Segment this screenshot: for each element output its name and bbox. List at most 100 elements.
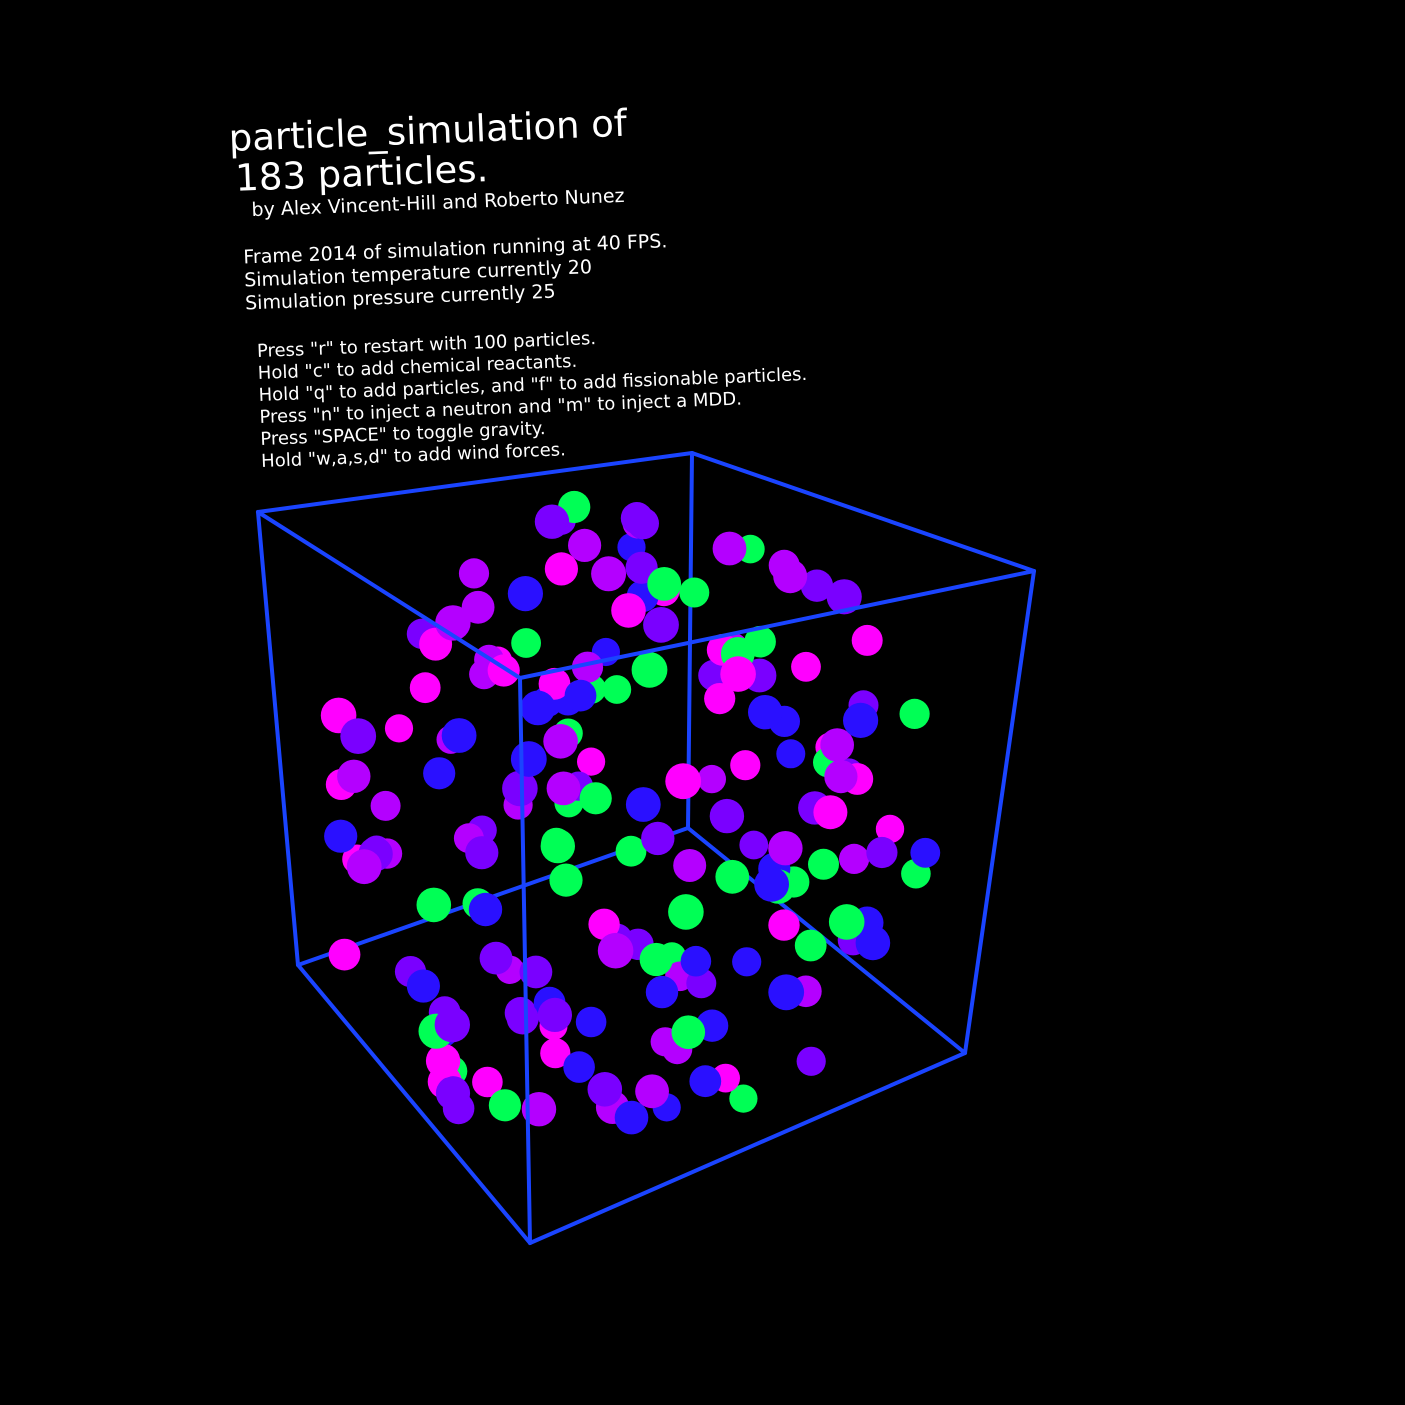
particle <box>597 932 634 969</box>
particle <box>563 1051 595 1083</box>
particle <box>620 501 654 535</box>
particle <box>673 849 707 882</box>
particle <box>540 1038 571 1069</box>
particle <box>813 795 848 830</box>
particle <box>855 925 891 961</box>
particle <box>564 679 597 712</box>
particle <box>409 672 441 704</box>
particle <box>511 628 541 658</box>
particle <box>441 718 477 753</box>
particle <box>730 750 761 781</box>
particle <box>828 904 865 940</box>
particle <box>538 667 571 700</box>
particle <box>643 607 679 643</box>
particle <box>875 814 905 844</box>
particle <box>635 1074 669 1109</box>
particle <box>324 819 358 853</box>
particle <box>680 945 712 977</box>
particle <box>820 728 854 762</box>
particle <box>602 675 632 704</box>
particle <box>839 843 870 875</box>
particle <box>709 798 745 834</box>
particle <box>568 528 602 563</box>
particle <box>520 690 556 726</box>
particle <box>571 651 604 683</box>
particle <box>546 771 581 806</box>
particle <box>543 724 578 759</box>
box-edge <box>528 1051 967 1245</box>
particle <box>773 559 808 594</box>
particle <box>720 656 756 692</box>
particle <box>472 1066 503 1098</box>
box-edge <box>296 963 532 1245</box>
particle <box>406 969 440 1003</box>
particle <box>808 848 839 880</box>
particle <box>434 1006 470 1043</box>
particle <box>579 782 612 815</box>
particle <box>465 836 499 870</box>
particle <box>337 759 371 793</box>
particle <box>671 1015 706 1049</box>
particle <box>851 624 883 656</box>
particle <box>645 975 679 1009</box>
box-front-edges <box>256 451 1036 1245</box>
particle <box>796 1046 826 1076</box>
particle <box>510 741 547 777</box>
particle <box>502 770 538 807</box>
particle <box>866 836 898 869</box>
particle <box>697 764 726 794</box>
particle <box>910 837 941 868</box>
particle <box>768 831 803 866</box>
box-edge <box>256 510 300 967</box>
particle <box>587 1072 623 1107</box>
particle <box>425 1043 461 1079</box>
particle <box>794 929 827 962</box>
box-edge <box>690 451 1036 573</box>
hud-controls: Press "r" to restart with 100 particles.… <box>257 318 862 473</box>
particle <box>712 531 747 566</box>
particle <box>519 955 553 989</box>
particle <box>544 552 579 586</box>
particle <box>591 556 627 592</box>
particle <box>370 790 401 821</box>
particle <box>631 652 668 688</box>
particle <box>328 938 361 971</box>
particle <box>416 887 452 923</box>
particle <box>488 1089 521 1122</box>
particle <box>458 558 490 589</box>
particle <box>461 590 495 624</box>
particle <box>340 718 377 754</box>
particle <box>689 1065 722 1098</box>
box-edge <box>963 569 1036 1055</box>
particle <box>665 763 702 800</box>
particle <box>647 567 682 601</box>
particle <box>826 579 862 615</box>
particle <box>549 863 583 897</box>
particle <box>506 1002 539 1035</box>
particle-layer <box>320 490 941 1135</box>
particle <box>540 828 575 864</box>
box-edge <box>256 451 694 514</box>
particle <box>776 739 806 769</box>
particle <box>704 683 736 715</box>
box-edge <box>518 676 532 1245</box>
particle <box>537 997 573 1032</box>
particle <box>732 947 762 977</box>
particle <box>754 866 789 902</box>
particle <box>468 892 503 927</box>
particle <box>748 695 783 730</box>
particle <box>346 849 382 885</box>
particle <box>615 835 647 867</box>
hud-overlay: particle_simulation of 183 particles. by… <box>228 94 861 474</box>
particle <box>715 859 750 894</box>
hud-stats: Frame 2014 of simulation running at 40 F… <box>243 223 855 315</box>
particle <box>435 1076 471 1111</box>
box-edge <box>518 569 1036 680</box>
particle <box>588 908 620 940</box>
particle <box>800 569 834 602</box>
particle <box>521 1092 557 1127</box>
particle <box>384 714 414 743</box>
particle <box>479 941 513 975</box>
